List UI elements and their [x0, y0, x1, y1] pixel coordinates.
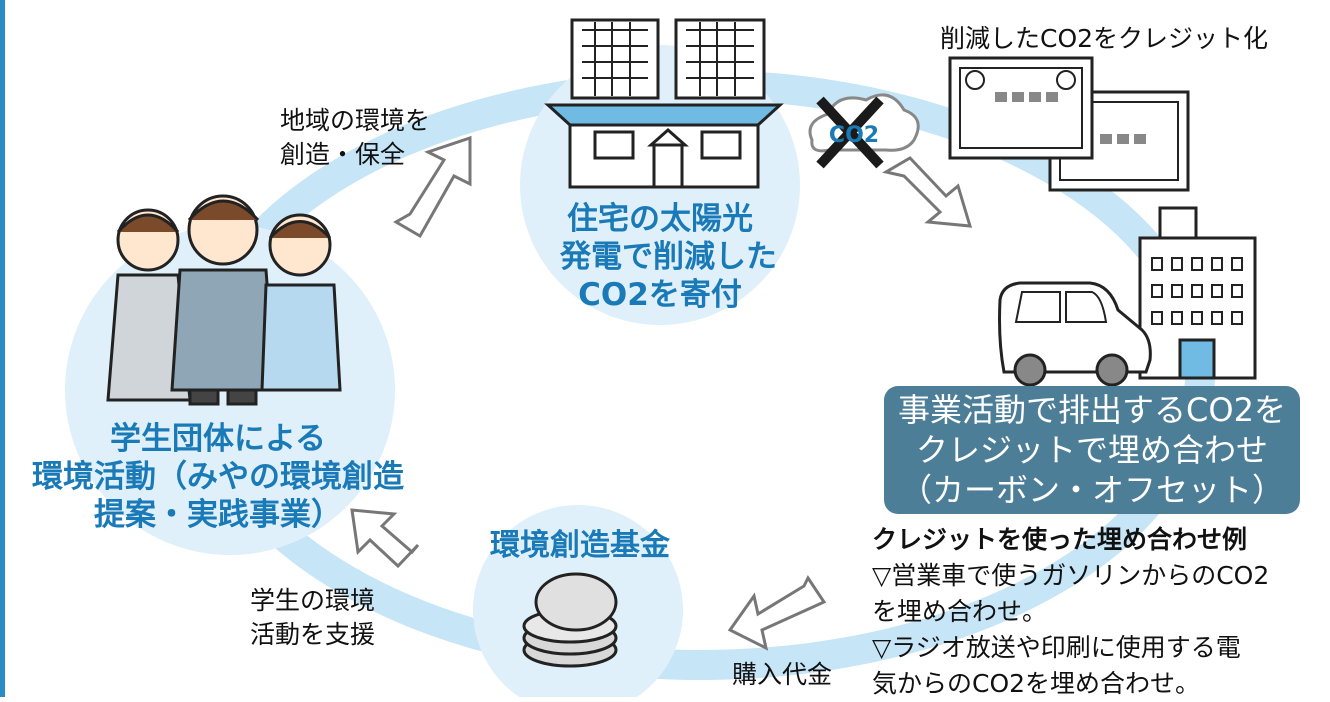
- students-title-line3: 提案・実践事業）: [94, 497, 342, 533]
- examples-line3: ▽ラジオ放送や印刷に使用する電: [872, 633, 1241, 662]
- company-van-illustration: [998, 281, 1152, 387]
- examples-heading: クレジットを使った埋め合わせ例: [872, 525, 1248, 554]
- arrow-create-line1: 地域の環境を: [280, 106, 431, 135]
- arrow-create-preserve: [393, 135, 472, 239]
- arrow-create-line2: 創造・保全: [280, 140, 406, 169]
- arrow-support: [350, 508, 420, 569]
- arrow-create-label: 地域の環境を 創造・保全: [280, 104, 430, 172]
- offset-line2: クレジットで埋め合わせ: [915, 431, 1268, 469]
- house-title-line1: 住宅の太陽光: [567, 201, 753, 237]
- students-node-title: 学生団体による 環境活動（みやの環境創造 提案・実践事業）: [18, 420, 418, 534]
- examples-line4: 気からのCO2を埋め合わせ。: [872, 669, 1201, 698]
- house-title-line3: CO2を寄付: [578, 277, 742, 313]
- fund-coins-icon: [522, 572, 618, 668]
- left-border: [0, 0, 5, 697]
- co2-cloud-label: CO2: [829, 123, 879, 148]
- students-title-line1: 学生団体による: [109, 421, 327, 457]
- arrow-purchase-label: 購入代金: [732, 660, 833, 689]
- arrow-to-credit: [881, 156, 973, 228]
- office-building-illustration: [1138, 206, 1257, 380]
- offset-line1: 事業活動で排出するCO2を: [898, 391, 1286, 429]
- arrow-purchase: [727, 575, 827, 651]
- arrow-support-line1: 学生の環境: [250, 586, 376, 615]
- credit-caption: 削減したCO2をクレジット化: [940, 24, 1269, 53]
- examples-line1: ▽営業車で使うガソリンからのCO2: [872, 561, 1270, 590]
- arrow-support-line2: 活動を支援: [250, 620, 376, 649]
- students-illustration: [106, 194, 342, 406]
- credit-certificates-illustration: [948, 56, 1190, 192]
- house-node-title: 住宅の太陽光 発電で削減した CO2を寄付: [560, 200, 777, 314]
- examples-line2: を埋め合わせ。: [872, 597, 1048, 626]
- solar-house-illustration: [544, 18, 784, 189]
- offset-line3: （カーボン・オフセット）: [899, 471, 1284, 509]
- co2-cloud-icon: [808, 93, 920, 169]
- arrow-support-label: 学生の環境 活動を支援: [250, 584, 375, 652]
- students-title-line2: 環境活動（みやの環境創造: [32, 459, 404, 495]
- carbon-offset-box: 事業活動で排出するCO2を クレジットで埋め合わせ （カーボン・オフセット）: [884, 386, 1300, 514]
- house-title-line2: 発電で削減した: [560, 239, 777, 275]
- fund-node-title: 環境創造基金: [490, 528, 670, 563]
- offset-examples: クレジットを使った埋め合わせ例 ▽営業車で使うガソリンからのCO2 を埋め合わせ…: [872, 522, 1269, 702]
